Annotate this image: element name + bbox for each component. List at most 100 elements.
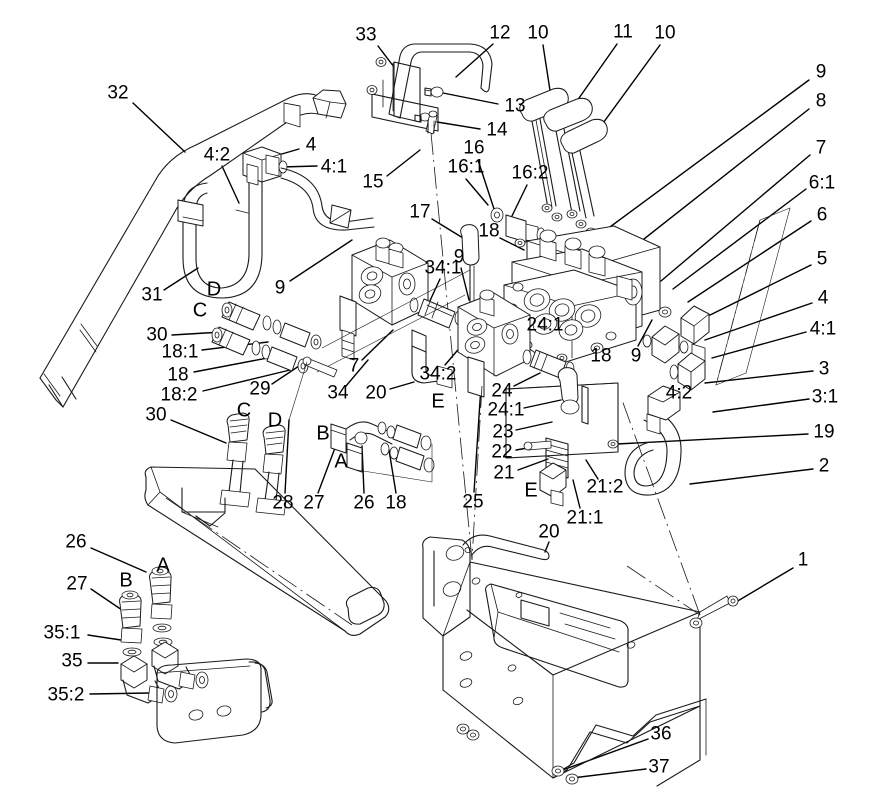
callout-2: 2 <box>818 455 830 477</box>
callout-4-1: 4:1 <box>809 318 837 340</box>
callout-20: 20 <box>538 521 560 543</box>
leader-line-18 <box>388 449 397 494</box>
callout-35-1: 35:1 <box>43 622 81 644</box>
callout-7: 7 <box>815 137 827 159</box>
part-bracket-12 <box>366 43 493 135</box>
leader-line-35-1 <box>87 634 122 641</box>
callout-1: 1 <box>797 549 809 571</box>
callout-18: 18 <box>590 345 612 367</box>
part-couplers-30 <box>219 412 287 516</box>
leader-line-17 <box>431 218 464 239</box>
callout-34-2: 34:2 <box>419 363 457 385</box>
part-fittings-row-left <box>211 269 471 374</box>
part-manifold-34 <box>339 237 464 389</box>
leader-line-35-2 <box>89 692 151 695</box>
callout-11: 11 <box>613 21 633 43</box>
callout-6: 6 <box>816 204 828 226</box>
leader-line-9 <box>594 79 810 239</box>
callout-33: 33 <box>355 24 377 46</box>
callout-13: 13 <box>504 95 526 117</box>
leader-line-15 <box>386 149 421 177</box>
callout-7: 7 <box>348 355 360 377</box>
part-hose-loop-2 <box>624 325 706 496</box>
leader-line-26 <box>90 547 147 573</box>
leader-line-4 <box>704 302 813 341</box>
callout-3-1: 3:1 <box>811 386 839 408</box>
part-square-tube <box>144 466 390 637</box>
leader-line-21-1 <box>572 479 581 509</box>
callout-16: 16 <box>463 137 485 159</box>
callout-24-1: 24:1 <box>526 314 564 336</box>
callout-25: 25 <box>462 491 484 513</box>
callout-27: 27 <box>66 573 88 595</box>
callout-30: 30 <box>146 324 168 346</box>
callout-18-1: 18:1 <box>161 341 199 363</box>
leader-line-24 <box>513 372 541 387</box>
callout-4-2: 4:2 <box>203 144 231 166</box>
leader-line-18-2 <box>202 369 291 392</box>
callout-4: 4 <box>817 287 829 309</box>
callout-9: 9 <box>815 61 827 83</box>
leader-line-37 <box>571 768 647 779</box>
callout-21-1: 21:1 <box>566 507 604 529</box>
leader-line-4-2 <box>221 165 240 204</box>
callout-12: 12 <box>489 22 511 44</box>
leader-line-6 <box>687 220 812 303</box>
callout-29: 29 <box>249 378 271 400</box>
leader-line-16 <box>477 159 496 213</box>
part-fitting-4 <box>242 146 375 231</box>
callout-20: 20 <box>365 382 387 404</box>
leader-line-34 <box>345 359 369 387</box>
leader-line-7 <box>660 154 811 282</box>
callout-9: 9 <box>453 246 465 268</box>
callout-E: E <box>524 479 538 502</box>
callout-4: 4 <box>305 134 317 156</box>
leader-line-21 <box>517 458 549 471</box>
part-lower-coupler-35 <box>119 566 209 704</box>
callout-18: 18 <box>385 492 407 514</box>
callout-3: 3 <box>818 358 830 380</box>
callout-35-2: 35:2 <box>47 684 85 706</box>
leader-line-32 <box>132 102 186 153</box>
callout-23: 23 <box>492 421 514 443</box>
callout-18: 18 <box>167 364 189 386</box>
callout-14: 14 <box>486 119 508 141</box>
callout-4-2: 4:2 <box>665 382 693 404</box>
part-hose-32 <box>39 89 347 408</box>
leader-line-9 <box>637 319 653 347</box>
leader-line-28 <box>284 419 290 494</box>
leader-line-36 <box>559 738 649 772</box>
part-reservoir <box>156 658 273 744</box>
callout-18: 18 <box>478 220 500 242</box>
callout-22: 22 <box>491 441 513 463</box>
callout-A: A <box>334 450 348 473</box>
callout-27: 27 <box>303 492 325 514</box>
leader-line-25 <box>473 385 482 493</box>
leader-line-33 <box>377 45 395 68</box>
callout-E: E <box>431 390 445 413</box>
callout-B: B <box>119 569 133 592</box>
callout-34: 34 <box>327 382 349 404</box>
callout-36: 36 <box>650 723 672 745</box>
callout-24-1: 24:1 <box>487 399 525 421</box>
callout-26: 26 <box>65 531 87 553</box>
leader-line-24-1 <box>523 399 562 409</box>
callout-10: 10 <box>654 22 676 44</box>
part-hose-31 <box>177 169 263 299</box>
callout-21: 21 <box>493 462 515 484</box>
part-fitting-16 <box>490 207 546 248</box>
leader-line-1 <box>735 567 794 603</box>
callout-17: 17 <box>409 201 431 223</box>
part-manifold-24 <box>457 289 575 398</box>
leader-line-13 <box>442 92 499 105</box>
leader-line-3 <box>704 370 814 384</box>
callout-19: 19 <box>813 421 835 443</box>
callout-35: 35 <box>61 650 83 672</box>
callout-B: B <box>316 422 330 445</box>
part-plate-19 <box>505 367 619 507</box>
callout-18-2: 18:2 <box>160 384 198 406</box>
part-rod-15 <box>427 120 473 561</box>
leader-line-18 <box>193 355 279 373</box>
